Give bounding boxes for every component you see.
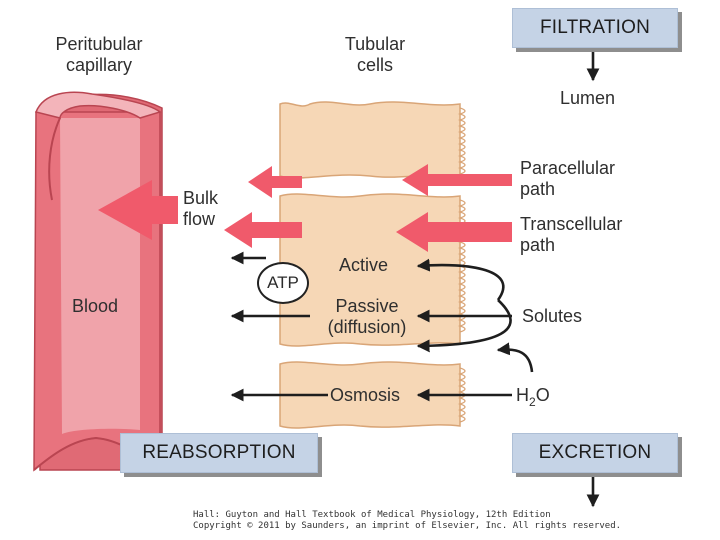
bulk-line2: flow [183, 209, 216, 229]
paracellular-upper-arrow [248, 166, 302, 198]
flow-arrows [98, 164, 512, 252]
paracellular-line1: Paracellular [520, 158, 616, 178]
bulk-line1: Bulk [183, 188, 219, 208]
capillary-opening [34, 91, 162, 119]
passive-line2: (diffusion) [327, 317, 407, 337]
solutes-label: Solutes [522, 306, 583, 326]
filtration-box: FILTRATION [512, 8, 678, 48]
credit-line1: Hall: Guyton and Hall Textbook of Medica… [193, 510, 551, 520]
bulk-flow-arrow [98, 180, 178, 240]
peritubular-label-line2: capillary [65, 55, 133, 75]
h2o-o: O [535, 385, 550, 405]
blood-label: Blood [72, 296, 119, 316]
tubular-cell-lower [279, 361, 461, 429]
thin-arrows [230, 50, 600, 508]
capillary-fold [48, 117, 61, 201]
tubular-label-line1: Tubular [344, 34, 406, 54]
atp-circle: ATP [257, 262, 309, 304]
paracellular-lumen-arrow [402, 164, 512, 196]
bulk-flow-label: Bulk flow [183, 188, 218, 230]
excretion-box: EXCRETION [512, 433, 678, 473]
lumen-curve-arrow [416, 299, 512, 353]
h2o-curve-arrow [496, 342, 534, 373]
paracellular-line2: path [520, 179, 556, 199]
h2o-subscript: 2 [529, 395, 536, 409]
source-credit: Hall: Guyton and Hall Textbook of Medica… [193, 510, 621, 532]
tubular-cell-upper [279, 101, 461, 179]
peritubular-capillary [33, 91, 163, 472]
passive-line1: Passive [335, 296, 399, 316]
active-curve-arrow [416, 258, 505, 301]
transcellular-cell-arrow [224, 212, 302, 248]
lumen-label: Lumen [560, 88, 616, 108]
h2o-label: H2O [516, 385, 550, 409]
active-label: Active [339, 255, 389, 275]
capillary-lumen [60, 118, 140, 434]
peritubular-capillary-label: Peritubular capillary [38, 34, 160, 76]
transcellular-line1: Transcellular [520, 214, 623, 234]
osmosis-label: Osmosis [330, 385, 401, 405]
paracellular-path-label: Paracellular path [520, 158, 615, 200]
peritubular-label-line1: Peritubular [55, 34, 143, 54]
tubular-cells-label: Tubular cells [330, 34, 420, 76]
reabsorption-box: REABSORPTION [120, 433, 318, 473]
h2o-h: H [516, 385, 529, 405]
passive-diffusion-label: Passive (diffusion) [314, 296, 420, 338]
transcellular-line2: path [520, 235, 556, 255]
transcellular-lumen-arrow [396, 212, 512, 252]
transcellular-path-label: Transcellular path [520, 214, 622, 256]
tubular-label-line2: cells [356, 55, 393, 75]
credit-line2: Copyright © 2011 by Saunders, an imprint… [193, 521, 622, 531]
